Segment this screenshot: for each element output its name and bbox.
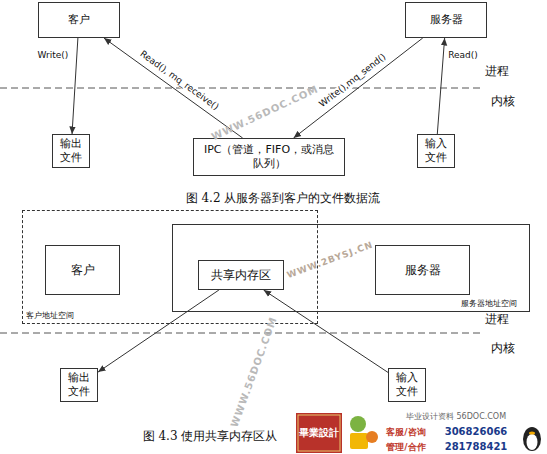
output-file-box: 输出 文件 [60, 368, 98, 402]
client-box: 客户 [45, 245, 120, 295]
logo-icon [366, 431, 378, 443]
edge-label: Read(), mq_receive() [137, 49, 221, 113]
box-label: 服务器 [430, 13, 463, 27]
ipc-box: IPC（管道，FIFO，或消息 队列） [193, 138, 345, 176]
logo-lock [350, 433, 368, 449]
box-label: IPC（管道，FIFO，或消息 队列） [197, 143, 341, 171]
logo-text: 畢業設計 [299, 427, 339, 439]
penguin-icon [523, 427, 541, 451]
connector [98, 290, 219, 372]
logo-frame [298, 415, 340, 451]
shared-memory-box: 共享内存区 [198, 260, 284, 290]
connector [264, 290, 388, 372]
box-label: 输入 文件 [392, 371, 422, 399]
watermark: WWW.56DOC.COM [210, 83, 321, 143]
process-kernel-divider [0, 88, 480, 89]
penguin-belly [527, 434, 538, 450]
logo-icon [350, 416, 366, 432]
edge-label: Write() [37, 51, 70, 61]
contact-number: 281788421 [445, 441, 508, 453]
box-label: 共享内存区 [211, 268, 271, 283]
connector [437, 38, 444, 134]
edge-label: Read() [447, 51, 479, 61]
penguin-beak [529, 431, 535, 434]
connector [104, 38, 243, 138]
layer-label: 进程 [485, 313, 509, 327]
input-file-box: 输入 文件 [388, 368, 426, 402]
edge-label: Write(),mq_send() [317, 51, 389, 110]
box-label: 服务器 [405, 263, 441, 278]
input-file-box: 输入 文件 [417, 134, 455, 168]
figure-caption: 图 4.3 使用共享内存区从 [143, 430, 278, 444]
contact-label: 管理/合作 [386, 442, 425, 452]
logo-block [296, 413, 342, 453]
box-label: 输出 文件 [64, 371, 94, 399]
server-address-space: 服务器地址空间 共享内存区 服务器 [172, 224, 530, 312]
box-label: 客户 [71, 263, 95, 278]
server-box: 服务器 [375, 245, 470, 295]
connector [72, 38, 78, 134]
server-box: 服务器 [405, 2, 487, 38]
site-note: 毕业设计资料 56DOC.COM [406, 412, 506, 421]
output-file-box: 输出 文件 [52, 134, 90, 168]
region-label: 服务器地址空间 [461, 300, 517, 309]
contact-label: 客服/咨询 [386, 427, 425, 437]
figure-caption: 图 4.2 从服务器到客户的文件数据流 [186, 192, 381, 206]
layer-label: 进程 [485, 65, 509, 79]
box-label: 输出 文件 [56, 137, 86, 165]
contact-number: 306826066 [445, 426, 508, 438]
watermark: WWW.56DOC.COM [229, 315, 280, 429]
process-kernel-divider [0, 333, 480, 334]
box-label: 客户 [68, 13, 90, 27]
layer-label: 内核 [491, 342, 515, 356]
watermark: WWW.2BYSJ.CN [285, 240, 374, 281]
box-label: 输入 文件 [421, 137, 451, 165]
region-label: 客户地址空间 [26, 312, 74, 321]
client-box: 客户 [38, 2, 120, 38]
layer-label: 内核 [491, 95, 515, 109]
